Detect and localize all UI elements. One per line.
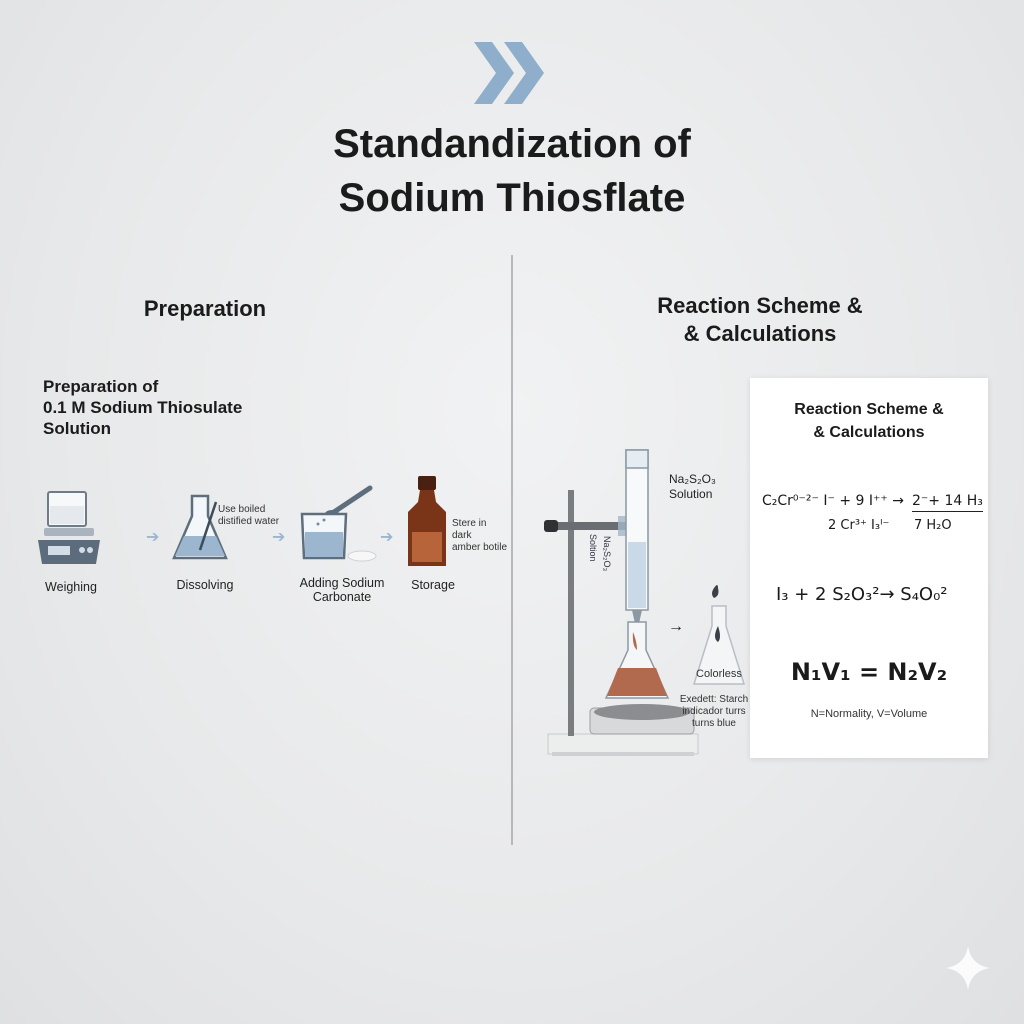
equation-1-right-2: 7 H₂O (914, 518, 952, 533)
flask-icon (172, 494, 228, 560)
burette-text: Soltion (588, 534, 598, 562)
page-title-line1: Standandization of (333, 122, 691, 166)
amber-bottle-icon (408, 476, 446, 566)
step-storage-label: Storage (411, 578, 455, 592)
reaction-card: Reaction Scheme & & Calculations C₂Cr⁰⁻²… (750, 378, 988, 758)
card-heading: Reaction Scheme & & Calculations (794, 401, 944, 441)
arrow-right-icon: ➔ (380, 529, 394, 546)
arrow-right-icon: → (668, 618, 684, 635)
burette-label: Na₂S₂O₃ Solution (669, 472, 716, 501)
endpoint-flask-icon (692, 585, 746, 685)
titration-apparatus-icon (544, 449, 699, 756)
double-chevron-logo-icon (474, 42, 544, 104)
arrow-right-icon: ➔ (272, 529, 286, 546)
equation-3: N₁V₁ = N₂V₂ (790, 658, 948, 686)
equation-1-left-2: 2 Cr³⁺ I₃ᴵ⁻ (828, 518, 890, 533)
preparation-heading: Preparation (143, 296, 267, 321)
reaction-heading: Reaction Scheme & & Calculations (657, 293, 863, 346)
dissolving-note: Use boiled distified water (218, 504, 280, 527)
step-adding-label: Adding Sodium Carbonate (299, 576, 385, 604)
step-weighing-label: Weighing (45, 580, 97, 594)
storage-note: Stere in dark amber botile (452, 518, 508, 553)
beaker-spatula-icon (300, 485, 377, 562)
colorless-label: Colorless (696, 668, 742, 680)
equation-2: I₃ + 2 S₂O₃²→ S₄O₀² (776, 584, 948, 605)
arrow-right-icon: ➔ (146, 529, 160, 546)
equation-1-left: C₂Cr⁰⁻²⁻ I⁻ + 9 I⁺⁺ → (762, 493, 904, 509)
balance-icon (38, 491, 100, 564)
sparkle-icon (946, 946, 990, 990)
legend-text: N=Normality, V=Volume (810, 708, 928, 720)
step-dissolving-label: Dissolving (176, 578, 234, 592)
burette-text-2: Na₂S₂O₃ (602, 536, 612, 572)
equation-1-right: 2⁻+ 14 H₃ (912, 493, 983, 512)
vertical-divider (511, 255, 513, 845)
preparation-subheading: Preparation of 0.1 M Sodium Thiosulate S… (43, 377, 243, 438)
page-title-line2: Sodium Thiosflate (338, 176, 686, 220)
endpoint-note: Exedett: Starch indicador turrs turns bl… (679, 694, 749, 729)
